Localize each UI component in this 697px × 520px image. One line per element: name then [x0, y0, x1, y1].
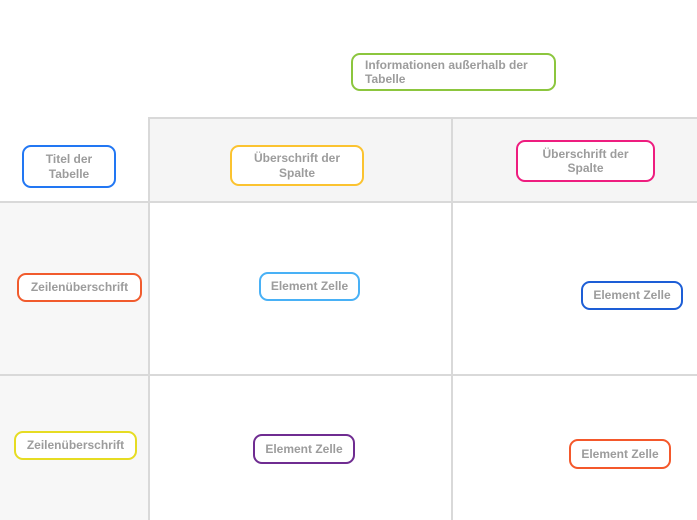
label-cell-row2-col1-text: Element Zelle: [265, 441, 343, 456]
label-row-header-2[interactable]: Zeilenüberschrift: [14, 431, 137, 460]
label-outside-table-info-text: Informationen außerhalb der Tabelle: [365, 57, 528, 86]
label-row-header-2-text: Zeilenüberschrift: [26, 438, 125, 453]
grid-line-below-header: [0, 201, 697, 203]
label-column-header-2-text: Überschrift der Spalte: [542, 146, 629, 175]
grid-line-vertical-middle: [451, 117, 453, 520]
grid-line-vertical-left: [148, 117, 150, 520]
label-cell-row1-col1[interactable]: Element Zelle: [259, 272, 360, 301]
label-column-header-1[interactable]: Überschrift der Spalte: [230, 145, 364, 186]
label-cell-row2-col1[interactable]: Element Zelle: [253, 434, 355, 464]
label-column-header-1-text: Überschrift der Spalte: [253, 151, 341, 180]
label-row-header-1[interactable]: Zeilenüberschrift: [17, 273, 142, 302]
grid-line-header-top: [148, 117, 697, 119]
label-row-header-1-text: Zeilenüberschrift: [30, 280, 129, 295]
label-table-title-text: Titel der Tabelle: [45, 152, 93, 181]
label-cell-row1-col2[interactable]: Element Zelle: [581, 281, 683, 310]
label-table-title[interactable]: Titel der Tabelle: [22, 145, 116, 188]
grid-line-between-rows: [0, 374, 697, 376]
row-header-column-background: [0, 203, 148, 520]
label-column-header-2[interactable]: Überschrift der Spalte: [516, 140, 655, 182]
label-cell-row1-col2-text: Element Zelle: [593, 288, 671, 303]
label-outside-table-info[interactable]: Informationen außerhalb der Tabelle: [351, 53, 556, 91]
label-cell-row2-col2-text: Element Zelle: [581, 446, 659, 461]
label-cell-row1-col1-text: Element Zelle: [270, 279, 349, 294]
label-cell-row2-col2[interactable]: Element Zelle: [569, 439, 671, 469]
